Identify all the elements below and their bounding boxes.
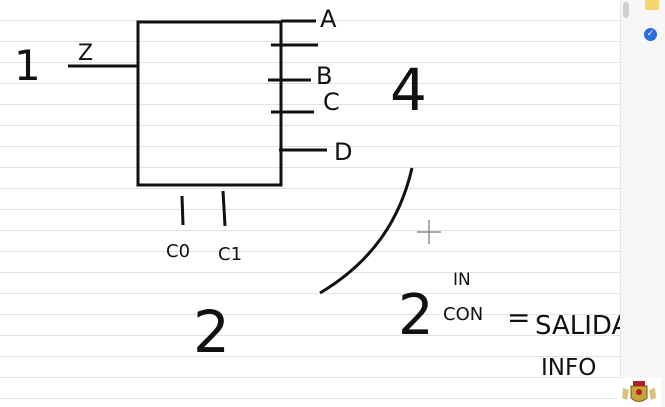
- input-label: Z: [78, 41, 93, 66]
- control-label-c1: C1: [218, 244, 242, 265]
- crest-icon: [617, 378, 661, 407]
- formula-exponent-bottom: CON: [443, 304, 483, 325]
- formula-exponent-top: IN: [453, 270, 471, 290]
- control-count: 2: [193, 298, 230, 366]
- formula-note: INFO: [541, 355, 596, 381]
- output-label-b: B: [316, 62, 332, 90]
- output-count: 4: [390, 56, 427, 124]
- right-scroll-gutter[interactable]: [620, 0, 665, 407]
- check-badge-icon[interactable]: ✓: [644, 28, 657, 41]
- control-line-c1: [221, 190, 227, 227]
- tag-icon[interactable]: [645, 0, 659, 10]
- input-count: 1: [14, 41, 41, 90]
- output-label-c: C: [323, 88, 340, 116]
- arc-stroke: [319, 167, 414, 295]
- formula-equals: =: [507, 301, 530, 334]
- spreadsheet-canvas[interactable]: [0, 0, 620, 407]
- output-label-a: A: [320, 5, 337, 33]
- formula-result: SALIDA: [535, 311, 620, 341]
- handwritten-diagram: 1 Z A B C D 4 C0 C1 2 2 IN CON = SALIDA …: [14, 5, 620, 381]
- crosshair-cursor-icon: [417, 220, 441, 244]
- control-line-c0: [180, 195, 185, 226]
- formula-base: 2: [398, 283, 434, 348]
- control-label-c0: C0: [166, 241, 190, 262]
- output-label-d: D: [334, 138, 352, 166]
- demux-block: [136, 20, 283, 187]
- scrollbar-thumb[interactable]: [623, 2, 629, 18]
